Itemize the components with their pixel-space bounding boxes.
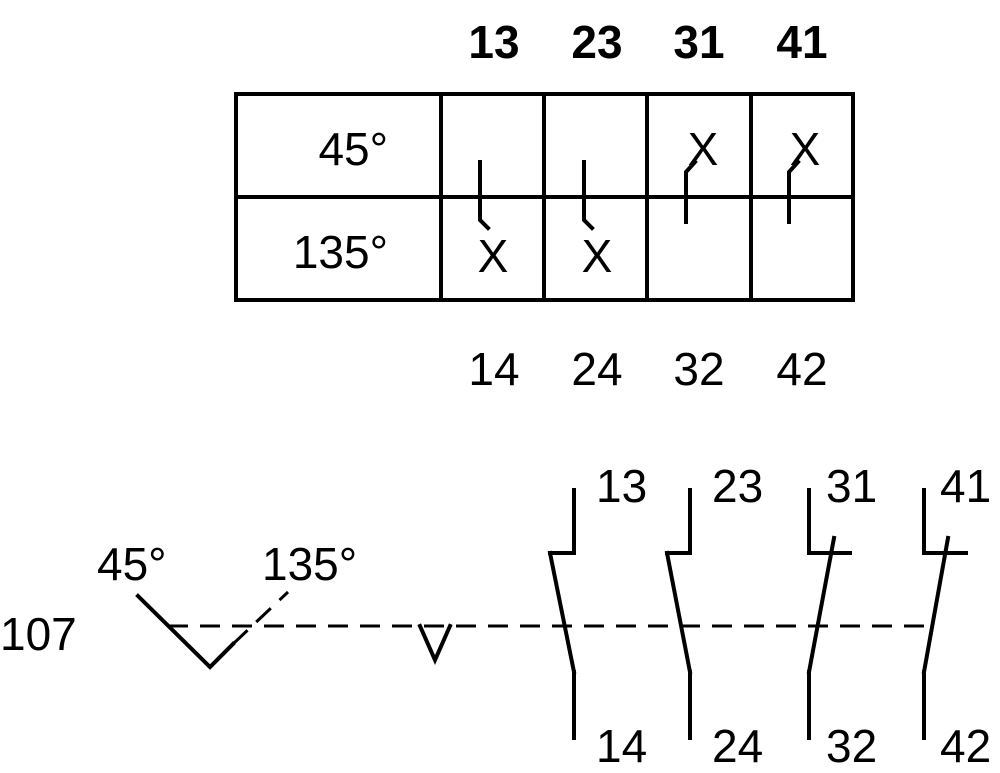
closed-link-hook <box>787 159 801 224</box>
contact-bottom-terminal: 14 <box>596 720 647 772</box>
closed-link-hook <box>684 159 698 224</box>
row-label-135: 135° <box>293 226 388 278</box>
closed-link-hook <box>582 160 595 231</box>
closed-mark: X <box>478 230 509 282</box>
detent-symbol <box>417 623 453 665</box>
table-terminal-top: 23 <box>571 16 622 68</box>
switch-schematic: 107 45° 135° 13 14 23 24 <box>0 460 991 772</box>
cam-v-symbol <box>135 593 236 670</box>
contact-top-terminal: 31 <box>826 460 877 512</box>
contact-no-13-14: 13 14 <box>547 460 647 772</box>
closed-link-hook <box>478 160 491 231</box>
row-label-45: 45° <box>318 123 388 175</box>
table-terminal-top: 41 <box>776 16 827 68</box>
contact-bottom-terminal: 24 <box>712 720 763 772</box>
angle-label-left: 45° <box>97 538 167 590</box>
contact-table: 45° 135° 13 23 31 41 14 24 32 42 X X X X <box>234 16 855 395</box>
contact-nc-41-42: 41 42 <box>921 460 991 772</box>
contact-no-23-24: 23 24 <box>664 460 763 772</box>
contact-blade <box>547 550 577 675</box>
table-terminal-bottom: 14 <box>468 343 519 395</box>
contact-bottom-terminal: 42 <box>940 720 991 772</box>
contact-nc-31-32: 31 32 <box>806 460 877 772</box>
table-terminal-top: 31 <box>673 16 724 68</box>
contact-top-terminal: 23 <box>712 460 763 512</box>
table-terminal-bottom: 24 <box>571 343 622 395</box>
angle-label-right: 135° <box>262 538 357 590</box>
shaft-label: 107 <box>0 608 77 660</box>
contact-blade <box>806 535 837 675</box>
contact-bottom-terminal: 32 <box>826 720 877 772</box>
cam-dashed-arm <box>231 590 290 646</box>
table-terminal-top: 13 <box>468 16 519 68</box>
contact-blade <box>664 550 693 675</box>
table-terminal-bottom: 42 <box>776 343 827 395</box>
contact-top-terminal: 13 <box>596 460 647 512</box>
contact-top-terminal: 41 <box>940 460 991 512</box>
table-terminal-bottom: 32 <box>673 343 724 395</box>
closed-mark: X <box>582 230 613 282</box>
contact-blade <box>921 535 951 675</box>
